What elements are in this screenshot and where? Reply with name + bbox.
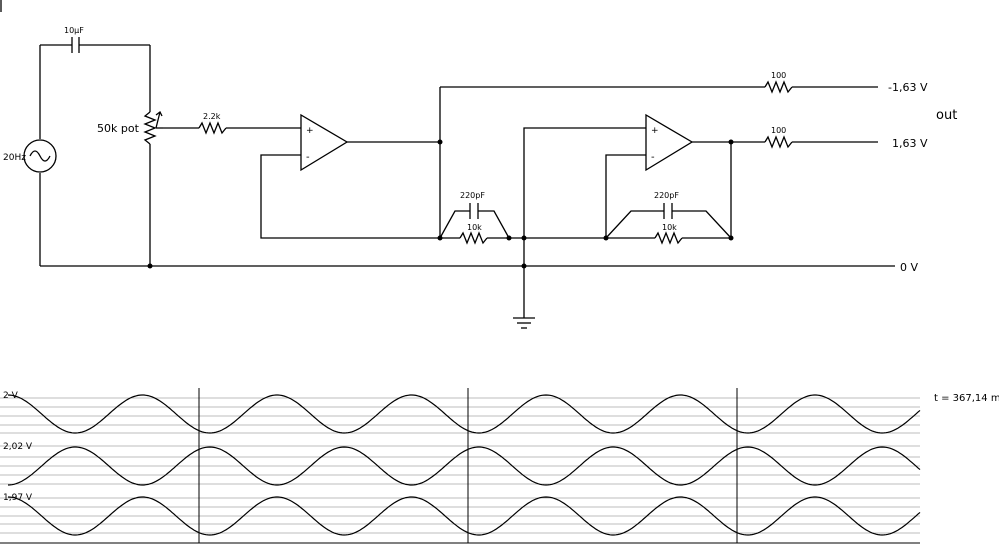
opamp-1[interactable] (300, 113, 349, 172)
trace-2-label: 2,02 V (3, 442, 33, 452)
junction-dot (437, 139, 443, 145)
junction-dot (506, 235, 512, 241)
fb1-cap-wire-right (478, 210, 510, 239)
scope-trace-1 (7, 394, 921, 434)
input-capacitor[interactable] (71, 37, 80, 53)
scope-trace-3 (7, 496, 921, 536)
opamp2-plus-wire (523, 127, 646, 318)
input-resistor-label: 2.2k (203, 112, 221, 121)
output-resistor-top[interactable] (764, 80, 793, 94)
out-label: out (936, 108, 957, 123)
output-resistor-bottom-label: 100 (771, 126, 786, 135)
junction-dot (728, 139, 734, 145)
potentiometer[interactable] (143, 111, 163, 145)
zero-voltage-label: 0 V (900, 261, 918, 274)
feedback1-resistor[interactable] (459, 231, 488, 245)
opamp1-plus-sign: + (306, 126, 314, 136)
input-resistor[interactable] (198, 121, 227, 135)
source-frequency-label: 20Hz (3, 153, 26, 163)
opamp2-plus-sign: + (651, 126, 659, 136)
time-readout: t = 367,14 ms (934, 393, 999, 404)
scope-grid (0, 397, 920, 534)
circuit: 20Hz 10µF 50k pot 2.2k + - (3, 26, 957, 329)
feedback2-resistor-label: 10k (662, 223, 677, 232)
ac-source[interactable] (23, 139, 57, 173)
opamp2-minus-sign: - (651, 152, 655, 163)
junction-dot (147, 263, 153, 269)
input-capacitor-label: 10µF (64, 26, 84, 35)
opamp1-minus-sign: - (306, 152, 310, 163)
feedback1-capacitor-label: 220pF (460, 191, 485, 200)
opamp1-feedback-wire (260, 154, 440, 239)
pot-label: 50k pot (97, 122, 140, 135)
junction-dot (521, 263, 527, 269)
fb2-cap-wire-right (672, 210, 732, 239)
neg-output-voltage: -1,63 V (888, 81, 928, 94)
feedback2-capacitor-label: 220pF (654, 191, 679, 200)
feedback2-capacitor[interactable] (663, 203, 673, 219)
scope-trace-2 (7, 446, 921, 486)
scope-waveforms (7, 394, 921, 536)
pos-output-voltage: 1,63 V (892, 137, 928, 150)
output-resistor-top-label: 100 (771, 71, 786, 80)
scope-panel[interactable]: 2 V 2,02 V 1,97 V t = 367,14 ms (0, 388, 999, 544)
fb2-cap-wire-left (605, 210, 664, 239)
trace-3-label: 1,97 V (3, 493, 33, 503)
trace-1-label: 2 V (3, 391, 19, 401)
output-resistor-bottom[interactable] (764, 135, 793, 149)
scope-time-divisions (198, 388, 738, 543)
opamp-2[interactable] (645, 113, 694, 172)
feedback2-resistor[interactable] (654, 231, 683, 245)
junction-dot (521, 235, 527, 241)
feedback1-capacitor[interactable] (469, 203, 479, 219)
feedback1-resistor-label: 10k (467, 223, 482, 232)
opamp2-minus-wire (605, 154, 646, 238)
fb1-cap-wire-left (439, 210, 470, 239)
ground-symbol (513, 317, 535, 329)
